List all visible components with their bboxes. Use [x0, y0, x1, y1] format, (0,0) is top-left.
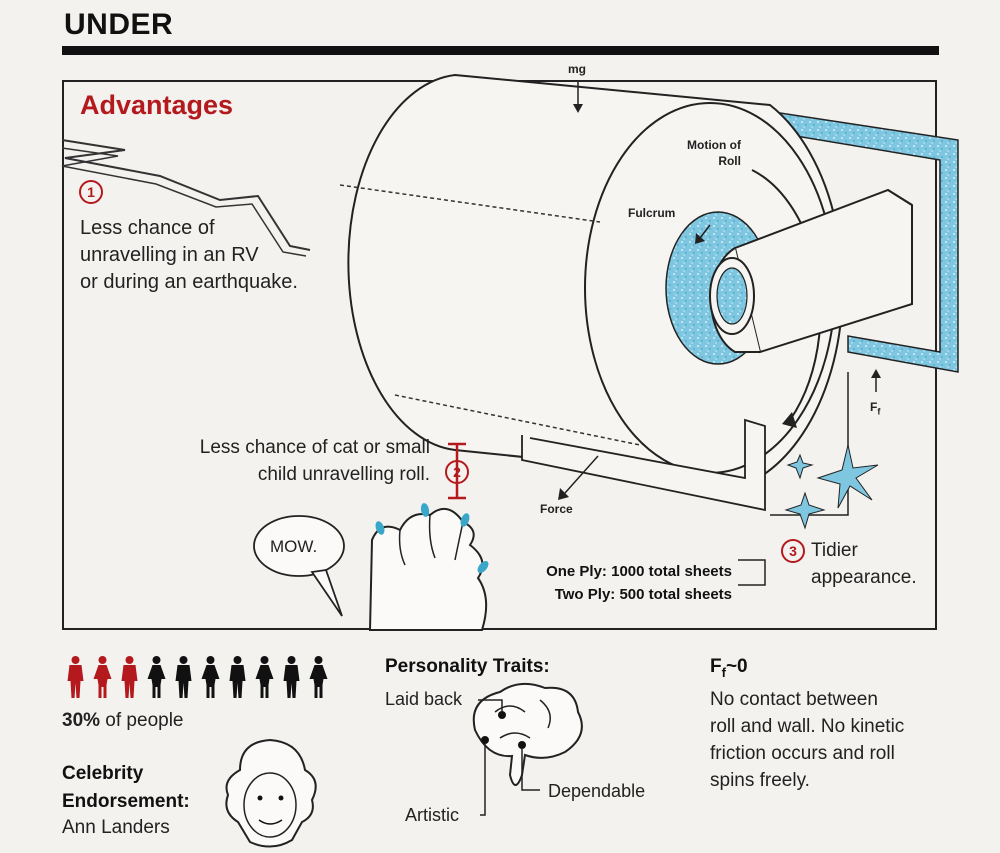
trait-artistic: Artistic [405, 805, 459, 825]
motion-label: Motion of Roll [687, 138, 741, 168]
page-title: UNDER [64, 8, 174, 41]
advantage-3-badge: 3 [781, 539, 805, 563]
person-female-icon [201, 656, 220, 698]
crack-line [61, 139, 311, 257]
advantages-heading: Advantages [80, 90, 234, 120]
fulcrum-label: Fulcrum [628, 206, 676, 220]
holder-arm [709, 188, 913, 354]
cat-paw [368, 503, 489, 631]
people-stat: 30% of people [62, 710, 184, 731]
advantage-3-text: Tidier [811, 540, 858, 561]
force-arrows [558, 82, 881, 500]
trait-laid-back: Laid back [385, 689, 463, 709]
person-female-icon [309, 656, 328, 698]
advantage-1-text: Less chance of unravelling in an RV or d… [80, 217, 298, 293]
person-male-icon [229, 656, 246, 698]
speech-text: MOW. [270, 537, 318, 556]
friction-heading: Ff~0 [710, 656, 748, 680]
one-ply-text: One Ply: 1000 total sheets [546, 563, 732, 580]
person-female-icon [93, 656, 112, 698]
two-ply-text: Two Ply: 500 total sheets [554, 586, 732, 603]
friction-force-label: Ff [870, 400, 881, 417]
person-male-icon [175, 656, 192, 698]
sparkle-icons [784, 444, 879, 530]
trait-dependable: Dependable [548, 781, 646, 801]
brain-icon [472, 682, 583, 816]
hanging-sheet [521, 418, 766, 512]
speech-bubble [253, 515, 345, 617]
advantage-3-text-line2: appearance. [811, 567, 917, 588]
celebrity-portrait [225, 738, 317, 848]
title-rule [62, 46, 939, 55]
person-male-icon [283, 656, 300, 698]
people-icon-row [62, 655, 332, 704]
advantage-2-text: Less chance of cat or small child unrave… [199, 437, 430, 485]
person-female-icon [147, 656, 166, 698]
force-label: Force [540, 502, 573, 516]
wall-plate [759, 109, 959, 373]
celebrity-heading: Celebrity Endorsement: [62, 763, 190, 812]
celebrity-name: Ann Landers [62, 817, 170, 838]
advantage-2-badge: 2 [445, 460, 469, 484]
personality-heading: Personality Traits: [385, 656, 550, 677]
mg-label: mg [568, 62, 586, 76]
advantage-1-badge: 1 [79, 180, 103, 204]
person-female-icon [255, 656, 274, 698]
person-male-icon [67, 656, 84, 698]
friction-text: No contact between roll and wall. No kin… [710, 689, 905, 791]
callout-lines [448, 372, 849, 586]
person-male-icon [121, 656, 138, 698]
